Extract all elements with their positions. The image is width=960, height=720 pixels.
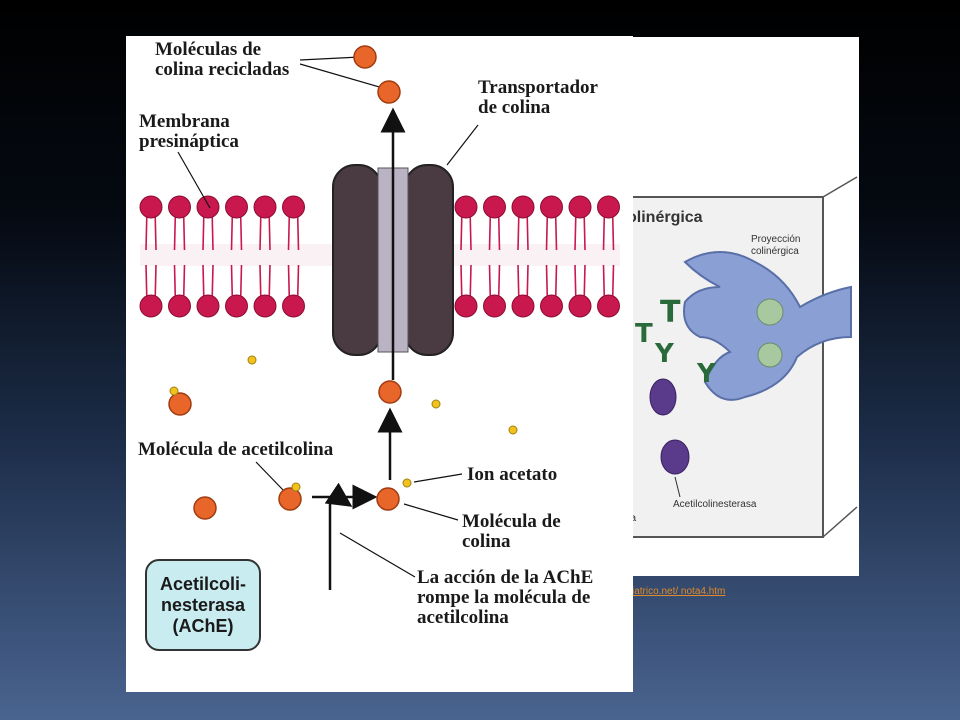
lipid-head [225,294,248,318]
acetylcholine-label: Molécula de acetilcolina [138,439,334,460]
right-figure-art: T Y Y T [626,176,858,538]
enzyme-pointer [674,476,681,498]
zoom-line-bottom [822,506,858,538]
pointer-membrane [177,151,211,209]
lipid-head [483,294,506,318]
pointer-recycled-2 [299,63,384,89]
receptor-glyph-2: Y [654,339,675,369]
choline-transporter [332,164,454,356]
right-figure-title: olinérgica [627,209,703,226]
lipid-head [168,294,191,318]
arrow-ache-action [324,482,353,590]
pointer-acetate [413,473,463,483]
acetylcholine-1-acetate [169,386,179,396]
presynaptic-membrane-label: Membrana presináptica [139,111,239,152]
choline-below-transporter [378,380,402,404]
recycled-choline-1 [353,45,377,69]
lipid-head [597,195,620,219]
projection-label: Proyección colinérgica [751,234,801,257]
lipid-head [282,294,305,318]
lipid-head [253,294,277,318]
cholinergic-projection [683,251,852,401]
receptor-glyph-4: T [635,319,653,349]
lipid-head [253,195,277,219]
source-link[interactable]: iatrico.net/ nota4.htm [632,586,726,597]
receptor-glyph-3: Y [696,359,717,389]
free-acetate-3 [508,425,518,435]
pointer-recycled-1 [299,56,361,61]
lipid-head [540,195,563,219]
lipid-head [568,294,592,318]
recycled-choline-2 [377,80,401,104]
lipid-head [568,195,592,219]
ache-action-label: La acción de la AChE rompe la molécula d… [417,567,594,628]
pointer-acetylcholine [255,461,286,493]
hydrolysed-choline [376,487,400,511]
acetylcholinesterase-box: Acetilcoli- nesterasa (AChE) [145,559,261,651]
acetate-ion-label: Ion acetato [467,464,558,485]
acetylcholinesterase-label: Acetilcolinesterasa [673,499,757,510]
pointer-ache-action [339,532,416,578]
lipid-head [168,195,191,219]
acetylcholine-3-acetate [291,482,301,492]
acetylcholine-2 [193,496,217,520]
receptor-glyph-1: T [660,295,681,330]
lipid-head [225,195,248,219]
hydrolysed-acetate [402,478,412,488]
pointer-choline [403,503,459,521]
free-acetate-2 [431,399,441,409]
lipid-head [483,195,506,219]
vesicle-2 [757,342,783,368]
vesicle-1 [756,298,784,326]
pointer-transporter [446,124,479,166]
recycled-molecules-label: Moléculas de colina recicladas [155,39,290,80]
acetylcholine-3 [278,487,302,511]
lipid-head [511,294,535,318]
lipid-head [196,195,220,219]
enzyme-shape-2 [660,439,690,475]
lipid-head [454,195,478,219]
ache-box-label: Acetilcoli- nesterasa (AChE) [159,573,247,636]
lipid-head [139,195,163,219]
lipid-head [511,195,535,219]
choline-molecule-label: Molécula de colina [462,511,561,552]
lipid-head [540,294,563,318]
acetylcholine-1 [168,392,192,416]
choline-transporter-label: Transportador de colina [478,77,598,118]
right-figure-panel: T Y Y T s olinérgica Proyección colinérg… [625,37,859,576]
lipid-head [139,294,163,318]
free-acetate-1 [247,355,257,365]
lipid-head [597,294,620,318]
lipid-head [454,294,478,318]
lipid-head [196,294,220,318]
enzyme-shape-1 [649,378,677,416]
lipid-head [282,195,305,219]
zoom-line-top [822,176,858,198]
